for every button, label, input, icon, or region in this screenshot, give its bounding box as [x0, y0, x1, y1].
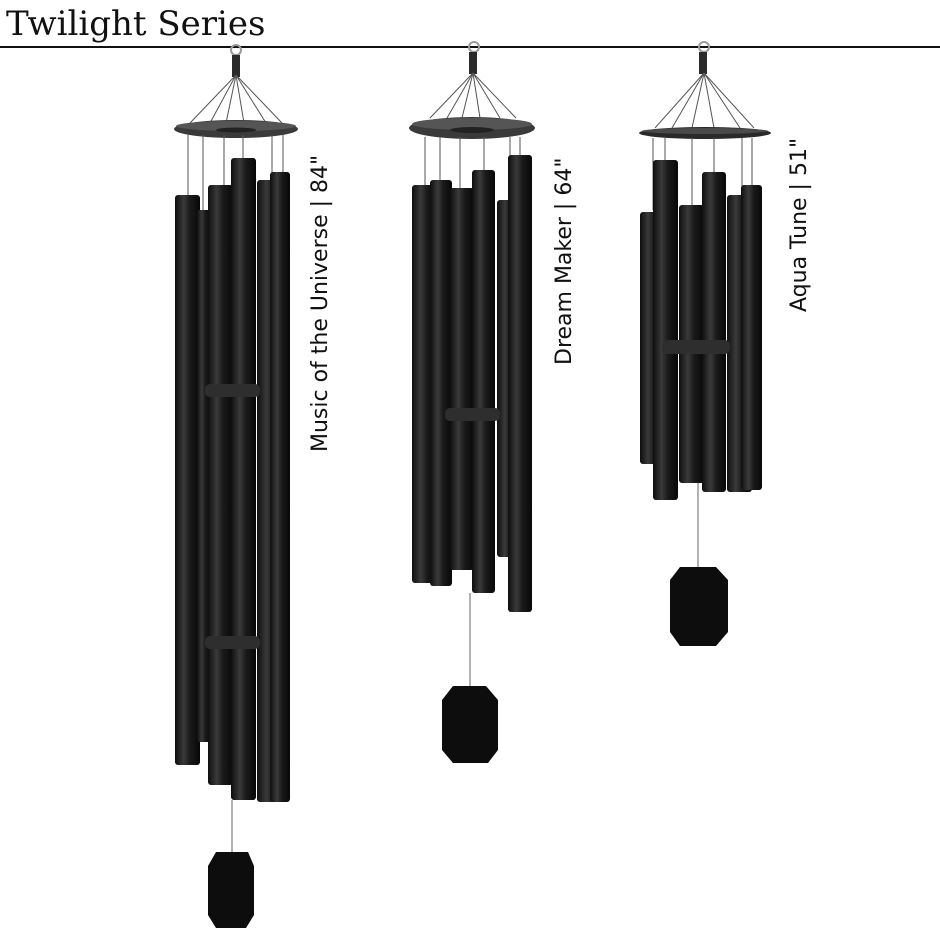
page-title: Twilight Series	[6, 4, 266, 44]
product-label-dream-maker: Dream Maker | 64"	[552, 157, 577, 365]
product-label-aqua-tune: Aqua Tune | 51"	[787, 137, 812, 312]
product-label-music-of-the-universe: Music of the Universe | 84"	[308, 154, 333, 452]
title-divider	[0, 46, 940, 48]
